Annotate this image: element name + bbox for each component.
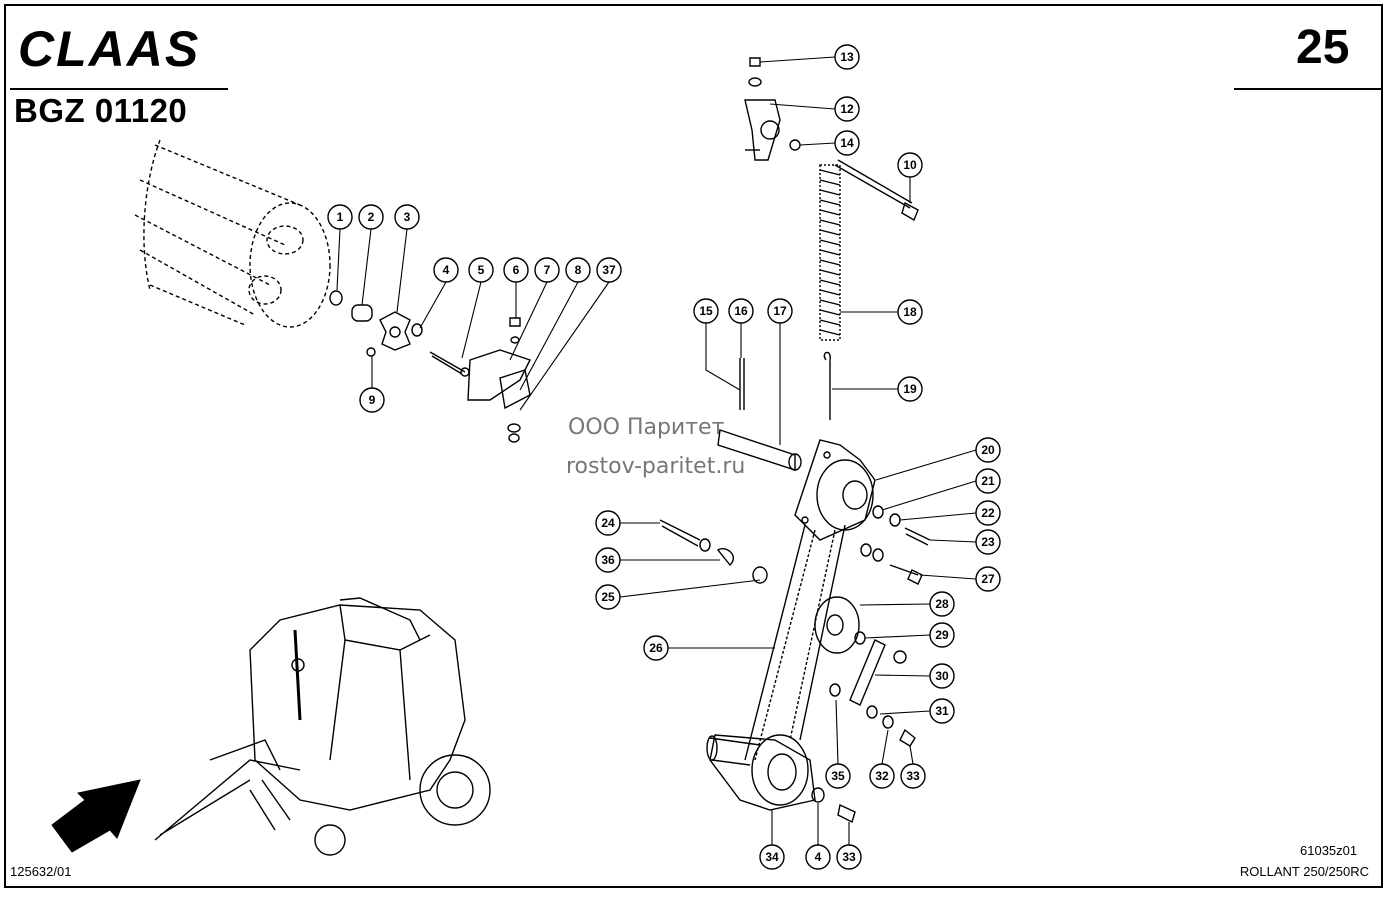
leader-lines xyxy=(336,56,977,845)
svg-text:15: 15 xyxy=(699,304,713,318)
callout-34: 34 xyxy=(759,844,785,870)
drawing-ref: 61035z01 xyxy=(1300,843,1358,858)
svg-text:16: 16 xyxy=(734,304,748,318)
svg-text:37: 37 xyxy=(602,263,616,277)
callout-28: 28 xyxy=(929,591,955,617)
callout-14: 14 xyxy=(834,130,860,156)
svg-text:8: 8 xyxy=(575,263,582,277)
svg-text:22: 22 xyxy=(981,506,995,520)
watermark-company: ООО Паритет xyxy=(568,415,725,440)
svg-text:19: 19 xyxy=(903,382,917,396)
callout-9: 9 xyxy=(359,387,385,413)
svg-text:32: 32 xyxy=(875,769,889,783)
callout-17: 17 xyxy=(767,298,793,324)
callout-33b: 33 xyxy=(836,844,862,870)
model-name: ROLLANT 250/250RC xyxy=(1239,864,1369,879)
callout-20: 20 xyxy=(975,437,1001,463)
callout-30: 30 xyxy=(929,663,955,689)
callout-35: 35 xyxy=(825,763,851,789)
callout-31: 31 xyxy=(929,698,955,724)
drawing-frame xyxy=(4,4,1383,888)
svg-text:24: 24 xyxy=(601,516,615,530)
callout-37: 37 xyxy=(596,257,622,283)
header-rule-right xyxy=(1234,88,1382,90)
brand-logo: CLAAS xyxy=(18,22,200,72)
callout-7: 7 xyxy=(534,257,560,283)
svg-text:6: 6 xyxy=(513,263,520,277)
svg-text:13: 13 xyxy=(840,50,854,64)
callout-25: 25 xyxy=(595,584,621,610)
svg-text:34: 34 xyxy=(765,850,779,864)
callout-33a: 33 xyxy=(900,763,926,789)
callout-19: 19 xyxy=(897,376,923,402)
svg-text:3: 3 xyxy=(404,210,411,224)
callout-36: 36 xyxy=(595,547,621,573)
header-rule-left xyxy=(10,88,228,90)
svg-text:4: 4 xyxy=(443,263,450,277)
svg-text:2: 2 xyxy=(368,210,375,224)
doc-code: BGZ 01120 xyxy=(14,92,188,129)
svg-text:9: 9 xyxy=(369,393,376,407)
callout-21: 21 xyxy=(975,468,1001,494)
baler-overview xyxy=(154,597,491,856)
svg-text:4: 4 xyxy=(815,850,822,864)
page-number: 25 xyxy=(1296,21,1350,74)
watermark-site: rostov-paritet.ru xyxy=(566,454,746,479)
svg-text:7: 7 xyxy=(544,263,551,277)
callout-3: 3 xyxy=(394,204,420,230)
svg-text:10: 10 xyxy=(903,158,917,172)
callout-6: 6 xyxy=(503,257,529,283)
svg-text:18: 18 xyxy=(903,305,917,319)
callout-8: 8 xyxy=(565,257,591,283)
sheet-ref: 125632/01 xyxy=(10,864,72,879)
callout-13: 13 xyxy=(834,44,860,70)
svg-text:28: 28 xyxy=(935,597,949,611)
callout-1: 1 xyxy=(327,204,353,230)
callout-27: 27 xyxy=(975,566,1001,592)
callout-2: 2 xyxy=(358,204,384,230)
brand-logo-text: CLAAS xyxy=(18,22,200,72)
callouts: 1 2 3 4 5 6 7 8 37 9 13 12 14 10 18 15 1… xyxy=(327,44,1001,870)
roller-drum xyxy=(134,139,331,328)
svg-text:31: 31 xyxy=(935,704,949,718)
svg-text:20: 20 xyxy=(981,443,995,457)
callout-12: 12 xyxy=(834,96,860,122)
svg-text:36: 36 xyxy=(601,553,615,567)
direction-arrow xyxy=(51,779,141,853)
svg-text:5: 5 xyxy=(478,263,485,277)
svg-text:21: 21 xyxy=(981,474,995,488)
svg-text:14: 14 xyxy=(840,136,854,150)
callout-26: 26 xyxy=(643,635,669,661)
svg-text:29: 29 xyxy=(935,628,949,642)
svg-text:12: 12 xyxy=(840,102,854,116)
callout-16: 16 xyxy=(728,298,754,324)
callout-29: 29 xyxy=(929,622,955,648)
svg-text:33: 33 xyxy=(842,850,856,864)
callout-32: 32 xyxy=(869,763,895,789)
callout-5: 5 xyxy=(468,257,494,283)
callout-15: 15 xyxy=(693,298,719,324)
callout-4: 4 xyxy=(433,257,459,283)
svg-text:1: 1 xyxy=(337,210,344,224)
svg-text:30: 30 xyxy=(935,669,949,683)
svg-text:17: 17 xyxy=(773,304,787,318)
svg-text:23: 23 xyxy=(981,535,995,549)
callout-18: 18 xyxy=(897,299,923,325)
callout-22: 22 xyxy=(975,500,1001,526)
svg-text:26: 26 xyxy=(649,641,663,655)
svg-text:33: 33 xyxy=(906,769,920,783)
callout-24: 24 xyxy=(595,510,621,536)
svg-text:27: 27 xyxy=(981,572,995,586)
callout-10: 10 xyxy=(897,152,923,178)
svg-text:25: 25 xyxy=(601,590,615,604)
svg-text:35: 35 xyxy=(831,769,845,783)
callout-23: 23 xyxy=(975,529,1001,555)
callout-4b: 4 xyxy=(805,844,831,870)
